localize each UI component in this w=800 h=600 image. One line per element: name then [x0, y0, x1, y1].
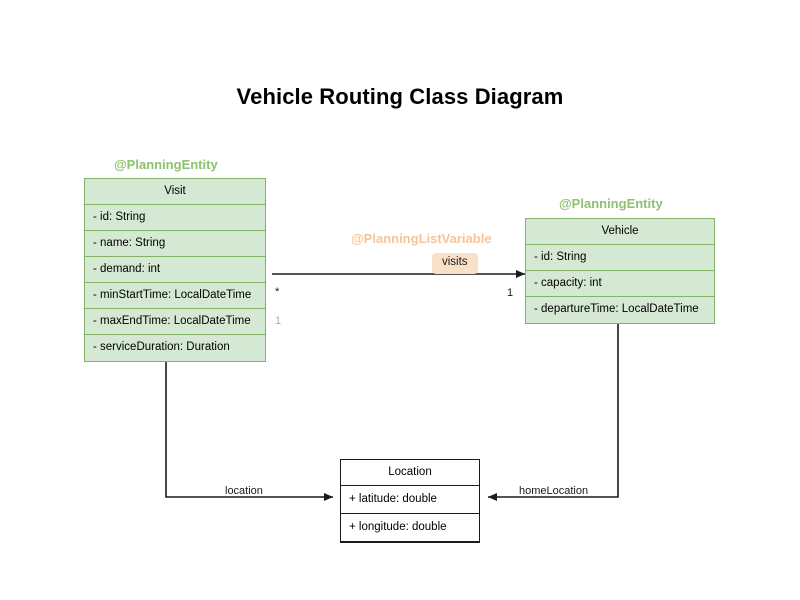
visit-attribute-min-start-time: - minStartTime: LocalDateTime: [85, 283, 265, 309]
location-attribute-latitude: + latitude: double: [341, 486, 479, 514]
association-label-location: location: [225, 485, 263, 497]
visit-attribute-name: - name: String: [85, 231, 265, 257]
connector-visit-location: [165, 362, 333, 501]
class-name-vehicle: Vehicle: [526, 219, 714, 245]
vehicle-attribute-capacity: - capacity: int: [526, 271, 714, 297]
class-name-visit: Visit: [85, 179, 265, 205]
visit-attribute-id: - id: String: [85, 205, 265, 231]
class-box-location[interactable]: Location + latitude: double + longitude:…: [340, 459, 480, 543]
multiplicity-visits-target: *: [275, 286, 280, 298]
multiplicity-visits-source: 1: [507, 287, 514, 299]
visit-stereotype-label: @PlanningEntity: [114, 157, 218, 172]
connector-vehicle-home-location: [488, 322, 619, 501]
location-attribute-longitude: + longitude: double: [341, 514, 479, 542]
multiplicity-visit-location: 1: [275, 315, 282, 327]
association-label-home-location: homeLocation: [519, 485, 589, 497]
class-box-visit[interactable]: Visit - id: String - name: String - dema…: [84, 178, 266, 362]
association-label-visits: visits: [432, 253, 478, 274]
class-box-vehicle[interactable]: Vehicle - id: String - capacity: int - d…: [525, 218, 715, 324]
visit-attribute-demand: - demand: int: [85, 257, 265, 283]
vehicle-attribute-id: - id: String: [526, 245, 714, 271]
visit-attribute-max-end-time: - maxEndTime: LocalDateTime: [85, 309, 265, 335]
page-title: Vehicle Routing Class Diagram: [236, 84, 564, 109]
visit-attribute-service-duration: - serviceDuration: Duration: [93, 341, 230, 354]
class-name-location: Location: [341, 460, 479, 486]
vehicle-attribute-departure-time: - departureTime: LocalDateTime: [534, 303, 699, 316]
planning-list-variable-stereotype-label: @PlanningListVariable: [351, 231, 492, 246]
vehicle-stereotype-label: @PlanningEntity: [559, 196, 663, 211]
